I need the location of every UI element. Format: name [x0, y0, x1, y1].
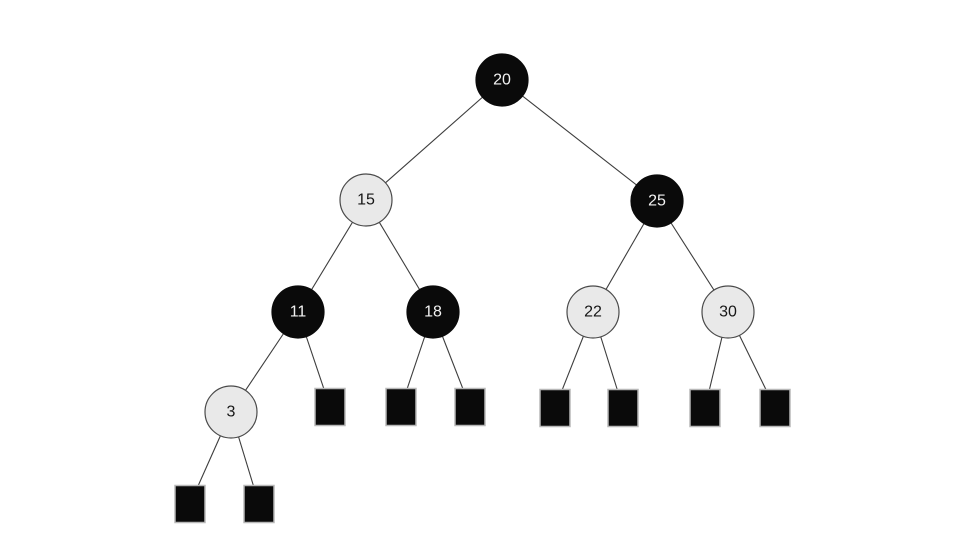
nil-leaf-nil-22-l: [539, 388, 571, 428]
tree-node-label-25: 25: [648, 193, 666, 210]
tree-node-circle-22: [566, 285, 620, 339]
tree-node-label-15: 15: [357, 192, 375, 209]
tree-node-circle-15: [339, 173, 393, 227]
tree-edge-n20-n25: [501, 79, 658, 202]
nil-leaf-nil-18-l: [385, 387, 417, 427]
edge-layer: [189, 79, 776, 505]
tree-edge-n20-n15: [365, 79, 503, 201]
tree-node-label-11: 11: [290, 304, 307, 321]
tree-node-circle-3: [204, 385, 258, 439]
tree-node-label-22: 22: [584, 304, 602, 321]
nil-leaf-nil-30-l: [689, 388, 721, 428]
nil-leaf-nil-18-r: [454, 387, 486, 427]
nil-leaf-nil-11-r: [314, 387, 346, 427]
tree-node-circle-11: [271, 285, 325, 339]
nil-leaf-nil-3-l: [174, 484, 206, 524]
tree-node-label-3: 3: [227, 404, 236, 421]
nil-leaf-nil-22-r: [607, 388, 639, 428]
tree-node-circle-25: [630, 174, 684, 228]
tree-node-label-18: 18: [424, 304, 442, 321]
tree-node-circle-20: [475, 53, 529, 107]
tree-node-label-20: 20: [493, 72, 511, 89]
nil-leaf-nil-3-r: [243, 484, 275, 524]
tree-node-circle-30: [701, 285, 755, 339]
tree-node-label-30: 30: [719, 304, 737, 321]
nil-leaf-nil-30-r: [759, 388, 791, 428]
tree-node-circle-18: [406, 285, 460, 339]
node-layer: 20 15 25 11 18 22 30 3: [174, 53, 791, 524]
